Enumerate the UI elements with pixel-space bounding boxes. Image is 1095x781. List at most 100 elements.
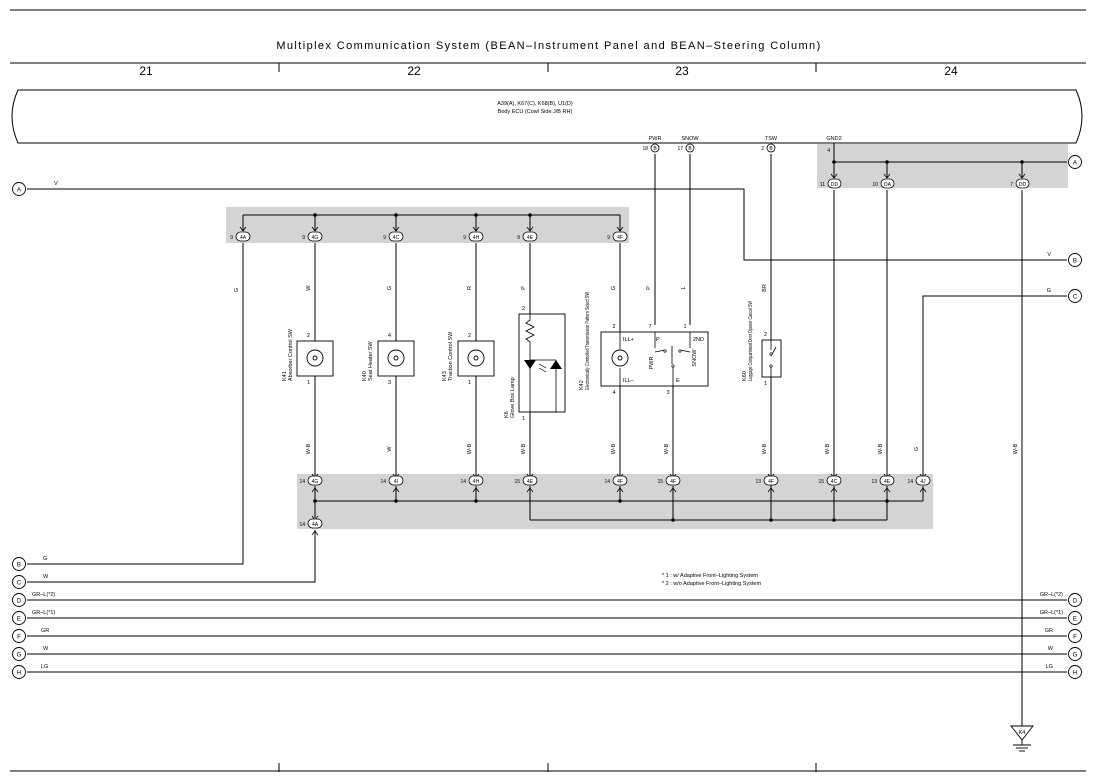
svg-text:14: 14 — [460, 479, 466, 485]
svg-text:B: B — [1073, 258, 1077, 265]
svg-text:4E: 4E — [527, 235, 534, 241]
top-right-connectors: DD 11 DA 10 DD 7 — [820, 173, 1030, 189]
svg-text:3: 3 — [388, 380, 391, 386]
junction-shade-top-right — [817, 144, 1068, 188]
svg-text:A: A — [1073, 160, 1078, 167]
svg-text:9: 9 — [302, 235, 305, 241]
svg-text:Seat Heater SW: Seat Heater SW — [368, 340, 374, 381]
svg-text:H: H — [17, 670, 21, 677]
svg-text:2: 2 — [468, 333, 471, 339]
component-k40-seat-heater-sw: 4 3 K40 Seat Heater SW — [362, 333, 415, 386]
svg-text:4E: 4E — [527, 479, 534, 485]
column-number: 23 — [675, 64, 689, 78]
svg-text:4G: 4G — [312, 479, 319, 485]
svg-text:W-B: W-B — [878, 443, 884, 454]
svg-text:C: C — [1073, 294, 1078, 301]
svg-text:15: 15 — [818, 479, 824, 485]
svg-text:D: D — [17, 598, 22, 605]
note-1: * 1 : w/ Adaptive Front–Lighting System — [662, 573, 758, 579]
upper-wire-colors: G W G R P G P L BR — [234, 284, 768, 292]
svg-text:G: G — [914, 447, 920, 451]
svg-text:4C: 4C — [393, 235, 400, 241]
svg-text:W-B: W-B — [467, 443, 473, 454]
component-k60-name: Luggage Compartment Door Opener Cancel S… — [748, 300, 754, 381]
svg-text:10: 10 — [872, 182, 878, 188]
svg-text:W: W — [43, 646, 49, 652]
wires — [27, 143, 1067, 726]
svg-text:K41: K41 — [282, 371, 288, 381]
ecu-terminal-connectors: B 18 B 17 B 2 4 — [642, 143, 830, 154]
diagram-title: Multiplex Communication System (BEAN–Ins… — [276, 40, 821, 52]
junction-shade-upper — [226, 207, 629, 243]
svg-text:B: B — [653, 146, 657, 152]
svg-text:14: 14 — [380, 479, 386, 485]
column-number: 22 — [407, 64, 421, 78]
upper-junction-connectors: 4A 9 4G 9 4C 9 4H 9 4E 9 4F 9 — [230, 226, 628, 242]
svg-text:BR: BR — [762, 284, 768, 292]
svg-text:18: 18 — [642, 146, 648, 152]
svg-text:4C: 4C — [831, 479, 838, 485]
svg-text:ILL+: ILL+ — [623, 337, 634, 343]
svg-text:15: 15 — [514, 479, 520, 485]
svg-text:7: 7 — [648, 324, 651, 330]
component-k6-glove-box-lamp: 2 1 K6 Glove Box Lamp — [504, 306, 566, 422]
offpage-right-connectors: A BV CG DGR–L(*2) EGR–L(*1) FGR GW HLG — [1040, 155, 1082, 679]
component-k42-name: Electronically Controlled Transmission P… — [585, 291, 591, 390]
svg-text:G: G — [234, 288, 240, 292]
svg-text:4E: 4E — [884, 479, 891, 485]
svg-text:F: F — [1073, 634, 1077, 641]
svg-text:K60: K60 — [742, 371, 748, 381]
svg-text:11: 11 — [820, 182, 825, 188]
svg-text:9: 9 — [230, 235, 233, 241]
svg-text:9: 9 — [463, 235, 466, 241]
svg-text:W-B: W-B — [762, 443, 768, 454]
ecu-connectors: A39(A), K67(C), K68(B), U1(D) — [497, 101, 573, 107]
svg-text:4: 4 — [827, 148, 830, 154]
svg-text:3: 3 — [666, 390, 669, 396]
svg-text:G: G — [17, 652, 22, 659]
svg-text:1: 1 — [764, 381, 767, 387]
svg-text:14: 14 — [604, 479, 610, 485]
svg-text:2ND: 2ND — [693, 337, 704, 343]
svg-text:E: E — [676, 378, 680, 384]
svg-text:V: V — [54, 181, 58, 187]
svg-text:F: F — [17, 634, 21, 641]
svg-text:A: A — [17, 187, 22, 194]
svg-text:1: 1 — [522, 416, 525, 422]
svg-text:4: 4 — [388, 333, 391, 339]
svg-text:R: R — [467, 286, 473, 290]
svg-text:4: 4 — [612, 390, 615, 396]
svg-text:14: 14 — [299, 479, 305, 485]
svg-text:H: H — [1073, 670, 1077, 677]
svg-text:4A: 4A — [312, 522, 319, 528]
svg-text:G: G — [43, 556, 47, 562]
svg-text:1: 1 — [468, 380, 471, 386]
svg-text:4G: 4G — [312, 235, 319, 241]
ecu-terminal-name: PWR — [649, 136, 662, 142]
component-k43-traction-control-sw: 2 1 K43 Traction Control SW — [442, 331, 495, 386]
svg-text:K40: K40 — [362, 371, 368, 381]
svg-text:15: 15 — [657, 479, 663, 485]
svg-text:4F: 4F — [670, 479, 676, 485]
svg-text:W-B: W-B — [521, 443, 527, 454]
svg-text:4I: 4I — [394, 479, 398, 485]
svg-text:E: E — [17, 616, 21, 623]
ground-k4: K4 — [1010, 725, 1034, 752]
svg-text:G: G — [1047, 288, 1051, 294]
svg-text:W: W — [43, 574, 49, 580]
svg-text:PWR: PWR — [649, 357, 655, 370]
svg-text:2: 2 — [761, 146, 764, 152]
svg-text:Glove Box Lamp: Glove Box Lamp — [510, 377, 516, 418]
svg-text:B: B — [688, 146, 692, 152]
svg-text:W-B: W-B — [306, 443, 312, 454]
svg-text:2: 2 — [522, 306, 525, 312]
svg-text:GR–L(*2): GR–L(*2) — [1040, 592, 1063, 598]
svg-text:2: 2 — [764, 332, 767, 338]
column-ticks — [278, 63, 817, 772]
svg-text:Traction Control SW: Traction Control SW — [448, 331, 454, 381]
svg-text:14: 14 — [299, 522, 305, 528]
svg-text:G: G — [1073, 652, 1078, 659]
svg-text:4A: 4A — [240, 235, 247, 241]
svg-text:4F: 4F — [617, 479, 623, 485]
